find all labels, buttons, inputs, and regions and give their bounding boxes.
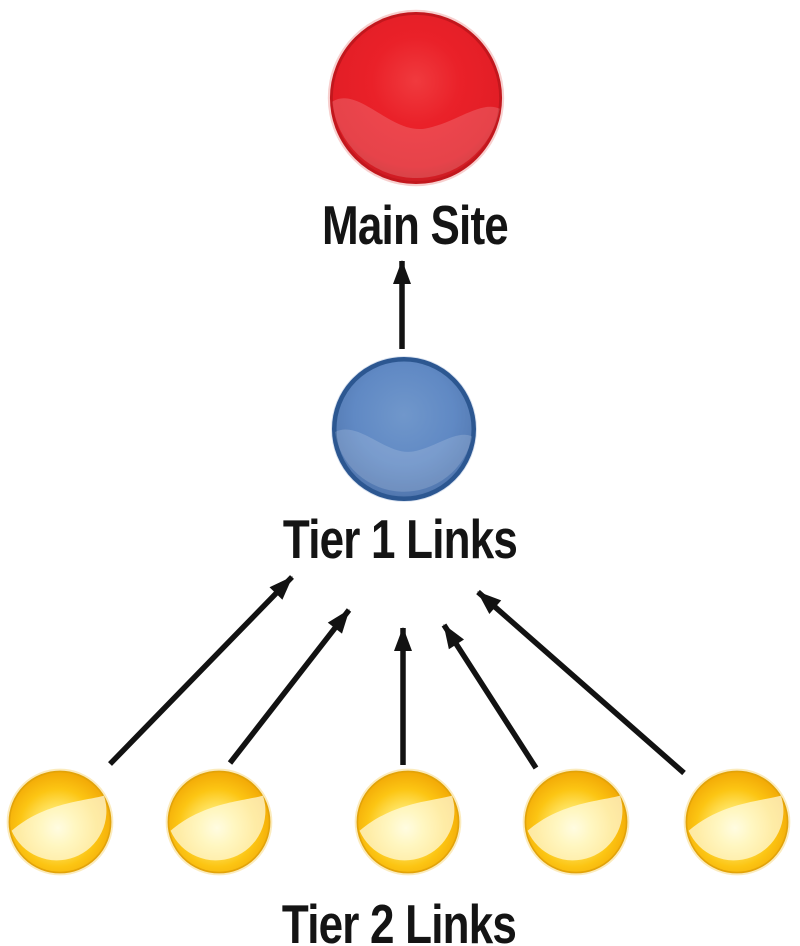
- tier2-node-5: [682, 766, 792, 878]
- arrow: [476, 589, 686, 776]
- main-site-node: [326, 8, 506, 188]
- yellow-ball-icon: [522, 768, 630, 876]
- tier2-node-3: [353, 766, 463, 878]
- red-ball-icon: [327, 9, 505, 187]
- tier2-node-2: [164, 766, 274, 878]
- tier2-node-1: [5, 766, 115, 878]
- arrow: [227, 608, 352, 765]
- yellow-ball-icon: [354, 768, 462, 876]
- yellow-ball-icon: [683, 768, 791, 876]
- arrow: [108, 575, 294, 766]
- yellow-ball-icon: [6, 768, 114, 876]
- main-site-label: Main Site: [322, 194, 509, 256]
- blue-ball-icon: [331, 356, 477, 502]
- tier1-label: Tier 1 Links: [282, 508, 518, 570]
- tier1-node: [329, 353, 479, 505]
- arrow: [441, 623, 539, 770]
- tier2-label: Tier 2 Links: [281, 893, 517, 946]
- tier2-node-4: [521, 766, 631, 878]
- yellow-ball-icon: [165, 768, 273, 876]
